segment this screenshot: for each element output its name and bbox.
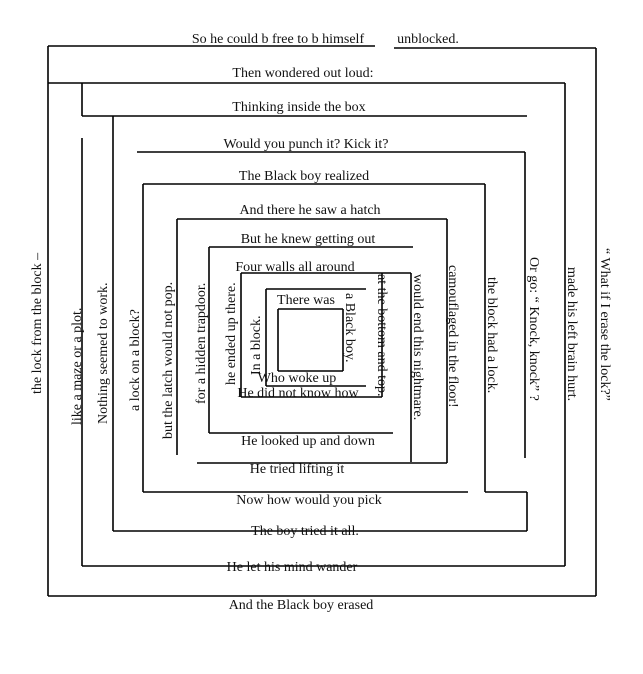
poem-line: But he knew getting out	[241, 232, 376, 247]
poem-line: In a block.	[249, 316, 264, 375]
poem-line: And the Black boy erased	[229, 598, 374, 613]
poem-line: Now how would you pick	[236, 493, 381, 508]
poem-line: would end this nightmare.	[410, 274, 425, 420]
poem-line: “ What if I erase the lock?”	[597, 248, 612, 401]
poem-line: made his left brain hurt.	[564, 267, 579, 401]
poem-line: Four walls all around	[235, 260, 354, 275]
poem-line: So he could b free to b himself	[192, 32, 365, 47]
poem-line: He looked up and down	[241, 434, 375, 449]
poem-line: a Black boy.	[342, 293, 357, 362]
poem-line: Or go: “ Knock, knock” ?	[526, 257, 541, 401]
poem-line: Would you punch it? Kick it?	[224, 137, 389, 152]
poem-line: he ended up there.	[224, 282, 239, 385]
poem-line: The boy tried it all.	[251, 524, 359, 539]
poem-line: a lock on a block?	[128, 309, 143, 411]
poem-line: And there he saw a hatch	[239, 203, 380, 218]
poem-line: He did not know how	[237, 386, 359, 401]
poem-line: for a hidden trapdoor.	[194, 283, 209, 404]
poem-line: Nothing seemed to work.	[96, 282, 111, 424]
poem-line: The Black boy realized	[239, 169, 369, 184]
poem-line: like a maze or a plot.	[70, 308, 85, 425]
poem-lines: So he could b free to b himself unblocke…	[30, 32, 612, 613]
poem-line: the block had a lock.	[484, 277, 499, 393]
poem-line: but the latch would not pop.	[161, 282, 176, 439]
poem-line: the lock from the block –	[30, 252, 45, 394]
poem-line: unblocked.	[397, 32, 459, 47]
poem-line: camouflaged in the floor!	[445, 265, 460, 408]
poem-line: Who woke up	[258, 371, 337, 386]
maze-walls	[47, 45, 597, 597]
poem-line: at the bottom and top.	[374, 274, 389, 396]
poem-line: He let his mind wander	[227, 560, 358, 575]
poem-line: Thinking inside the box	[232, 100, 365, 115]
poem-line: He tried lifting it	[250, 462, 345, 477]
poem-line: Then wondered out loud:	[232, 66, 373, 81]
poem-line: There was	[277, 293, 335, 308]
